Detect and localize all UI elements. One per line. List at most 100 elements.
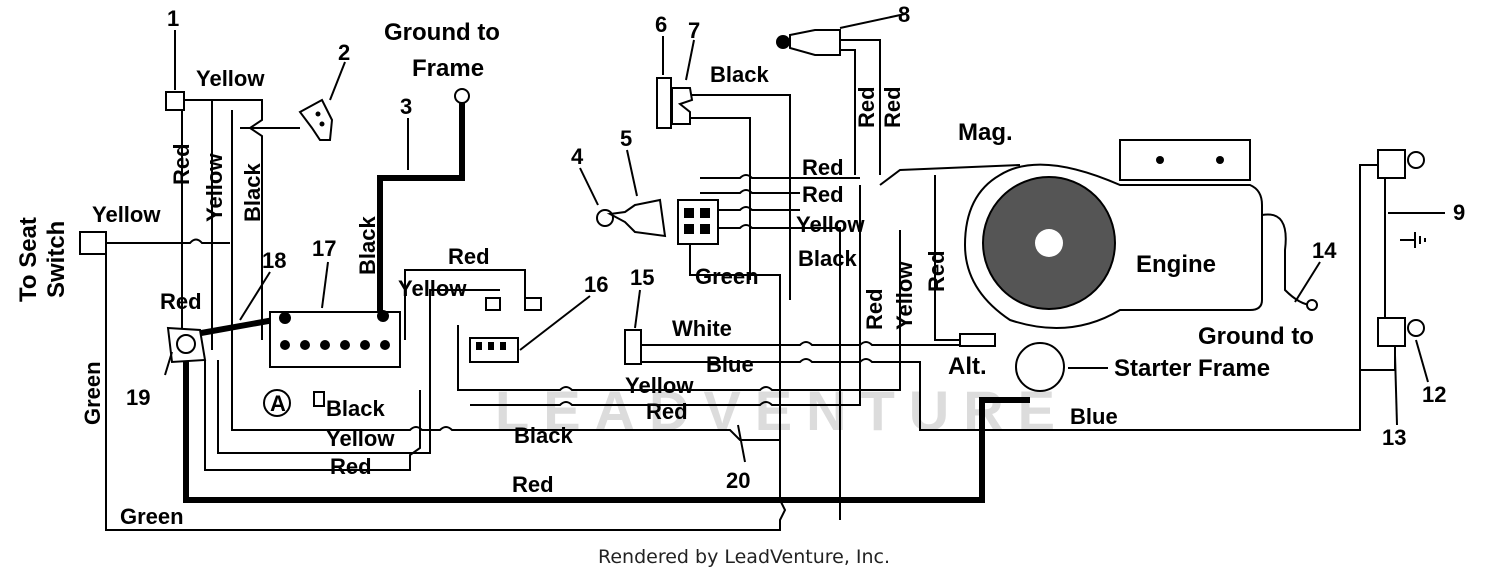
label-red-vert-1: Red	[169, 143, 194, 185]
wires	[105, 39, 1396, 531]
callout-4: 4	[571, 144, 584, 169]
component-1	[165, 91, 185, 111]
label-blue: Blue	[706, 352, 754, 377]
connector-16b	[524, 297, 542, 311]
label-red-16: Red	[448, 244, 490, 269]
wire-yellow-1	[182, 99, 263, 340]
callout-7: 7	[688, 18, 700, 43]
circle-a	[263, 389, 291, 417]
label-yellow-16: Yellow	[398, 276, 467, 301]
callout-8: 8	[898, 2, 910, 27]
wire-yellow-conn	[700, 206, 800, 211]
label-black-ground: Black	[355, 216, 380, 275]
callout-5: 5	[620, 126, 632, 151]
wire-red-main	[470, 185, 861, 406]
callout-12: 12	[1422, 382, 1446, 407]
wire-yellow-a	[217, 360, 330, 454]
label-black-7: Black	[710, 62, 769, 87]
label-yellow-conn: Yellow	[796, 212, 865, 237]
component-15	[624, 329, 642, 365]
component-7	[671, 87, 694, 125]
connector-a	[313, 391, 325, 407]
wire-blue	[640, 164, 1380, 431]
battery-17	[269, 311, 401, 368]
cable-ground-3	[377, 100, 465, 312]
label-alt: Alt.	[948, 353, 987, 380]
callout-15: 15	[630, 265, 654, 290]
callout-19: 19	[126, 385, 150, 410]
label-red-8b: Red	[880, 86, 905, 128]
ground-terminal-14	[1306, 299, 1318, 311]
label-red-a: Red	[330, 454, 372, 479]
wire-7-lower	[690, 117, 751, 280]
wire-red-8b	[840, 49, 856, 175]
label-green-vert: Green	[80, 361, 105, 425]
label-red-conn-1: Red	[802, 155, 844, 180]
callout-arrows	[164, 13, 1445, 463]
callout-17: 17	[312, 236, 336, 261]
label-green-mid: Green	[695, 264, 759, 289]
callout-16: 16	[584, 272, 608, 297]
wire-red-conn-1	[700, 174, 860, 179]
callout-9: 9	[1453, 200, 1465, 225]
footer-credit: Rendered by LeadVenture, Inc.	[598, 546, 890, 568]
wire-yellow-seat	[106, 238, 230, 244]
switch-12	[1377, 317, 1406, 347]
callout-14: 14	[1312, 238, 1337, 263]
label-yellow-top: Yellow	[196, 66, 265, 91]
label-red-19: Red	[160, 289, 202, 314]
wire-black-conn	[700, 224, 841, 520]
label-red-main: Red	[512, 472, 554, 497]
callout-13: 13	[1382, 425, 1406, 450]
label-to-seat: To Seat	[15, 217, 42, 302]
ground-symbol	[1400, 232, 1426, 248]
ignition-switch-5	[606, 198, 667, 238]
label-white: White	[672, 316, 732, 341]
key-4	[596, 209, 614, 227]
wire-green-loop	[105, 240, 787, 531]
wire-white	[640, 341, 960, 346]
label-mag: Mag.	[958, 119, 1013, 146]
wire-red-alt	[934, 175, 960, 341]
wire-yellow-16	[330, 289, 500, 454]
alternator-plug	[959, 333, 996, 347]
label-yellow-main: Yellow	[625, 373, 694, 398]
label-black-vert-1: Black	[240, 163, 265, 222]
callout-1: 1	[167, 6, 179, 31]
label-ground-to-frame-2: Frame	[412, 55, 484, 82]
component-2	[298, 98, 334, 141]
label-blue-right: Blue	[1070, 404, 1118, 429]
starter	[1015, 342, 1065, 392]
labels: Ground to Frame To Seat Switch Yellow Re…	[15, 19, 1314, 529]
label-ground-to-frame-1: Ground to	[384, 19, 500, 46]
connector-block	[677, 199, 719, 245]
label-red-alt: Red	[924, 250, 949, 292]
connector-16a	[485, 297, 501, 311]
component-6	[656, 77, 672, 129]
label-red-conn-2: Red	[802, 182, 844, 207]
label-red-8a: Red	[854, 86, 879, 128]
label-yellow-seat: Yellow	[92, 202, 161, 227]
label-yellow-a: Yellow	[326, 426, 395, 451]
bulb-8	[789, 29, 841, 56]
label-black-main: Black	[514, 423, 573, 448]
cable-red-battery	[183, 360, 1030, 503]
wire-black-main	[330, 426, 780, 441]
callout-20: 20	[726, 468, 750, 493]
callout-numbers: 1 2 3 4 5 6 7 8 9 12 13 14 15 16 17 18 1…	[126, 2, 1465, 493]
wire-red-8a	[840, 39, 881, 175]
label-black-conn: Black	[798, 246, 857, 271]
label-switch: Switch	[43, 221, 70, 298]
label-ground-to-right: Ground to	[1198, 323, 1314, 350]
wire-black-vert	[231, 110, 330, 431]
callout-3: 3	[400, 94, 412, 119]
callout-18: 18	[262, 248, 286, 273]
callout-6: 6	[655, 12, 667, 37]
switch-9	[1377, 149, 1406, 179]
label-engine: Engine	[1136, 251, 1216, 278]
wire-yellow-main	[457, 230, 901, 391]
label-circle-a: A	[270, 391, 286, 416]
label-yellow-vert-1: Yellow	[202, 153, 227, 222]
